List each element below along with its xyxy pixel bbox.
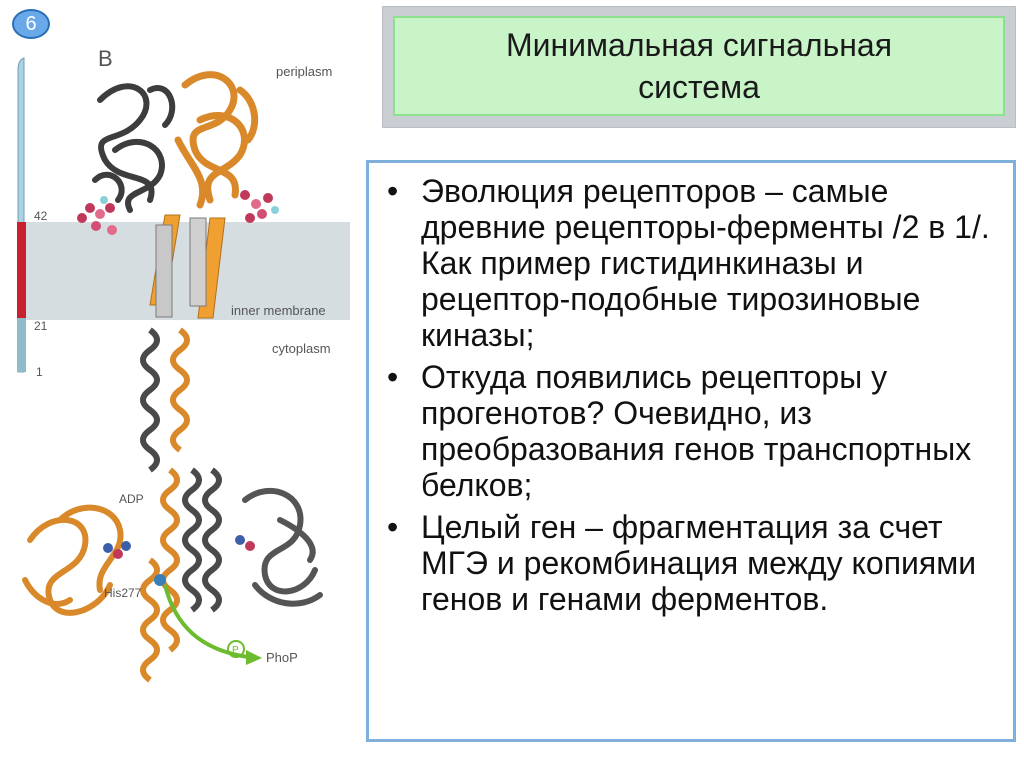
cytoplasmic-helix-orange (140, 327, 190, 683)
bullet-item: • Эволюция рецепторов – самые древние рец… (379, 173, 1001, 353)
catalytic-domain-orange (22, 504, 124, 616)
his277-residue (154, 574, 166, 586)
periplasmic-domain-orange (174, 71, 259, 209)
slide-number-badge: 6 (12, 9, 50, 39)
scale-label-21: 21 (34, 319, 48, 333)
catalytic-domain-gray (242, 488, 323, 607)
adp-label: ADP (119, 492, 144, 506)
his277-label: His277 (104, 586, 142, 600)
periplasm-label: periplasm (276, 64, 332, 79)
adp-molecule (103, 535, 255, 559)
bullet-item: • Целый ген – фрагментация за счет МГЭ и … (379, 509, 1001, 617)
bullet-dot: • (387, 509, 399, 545)
title-line-2: система (638, 69, 760, 105)
phosphate-circle (227, 640, 245, 658)
slide-title: Минимальная сигнальная система (393, 16, 1005, 116)
inner-membrane-band (20, 222, 350, 320)
scale-bar-bottom (17, 318, 26, 372)
bullet-text: Откуда появились рецепторы у прогенотов?… (421, 359, 972, 503)
cytoplasmic-helix-gray (140, 327, 222, 613)
periplasmic-domain-gray (92, 83, 176, 213)
bullet-list: • Эволюция рецепторов – самые древние рец… (379, 173, 1001, 623)
arrow-head (246, 650, 262, 665)
scale-label-1: 1 (36, 365, 43, 379)
scale-label-42: 42 (34, 209, 48, 223)
title-line-1: Минимальная сигнальная (505, 27, 893, 63)
bullet-item: • Откуда появились рецепторы у прогенотов… (379, 359, 1001, 503)
bullet-text: Целый ген – фрагментация за счет МГЭ и р… (421, 509, 977, 617)
bullet-dot: • (387, 359, 399, 395)
content-box: • Эволюция рецепторов – самые древние рец… (366, 160, 1016, 742)
cytoplasm-label: cytoplasm (272, 341, 331, 356)
bullet-text: Эволюция рецепторов – самые древние реце… (421, 173, 990, 353)
phosphotransfer-arrow (163, 584, 249, 659)
phop-label: PhoP (266, 650, 298, 665)
scale-bar-red (17, 222, 26, 318)
panel-label: B (98, 46, 113, 71)
bullet-dot: • (387, 173, 399, 209)
inner-membrane-label: inner membrane (231, 303, 326, 318)
phosphate-symbol: P (232, 645, 239, 656)
transmembrane-helices (149, 214, 226, 319)
histidine-kinase-structure-figure: 42 21 1 B periplasm inner membrane cytop… (17, 46, 350, 683)
ligand-molecules (77, 190, 279, 235)
